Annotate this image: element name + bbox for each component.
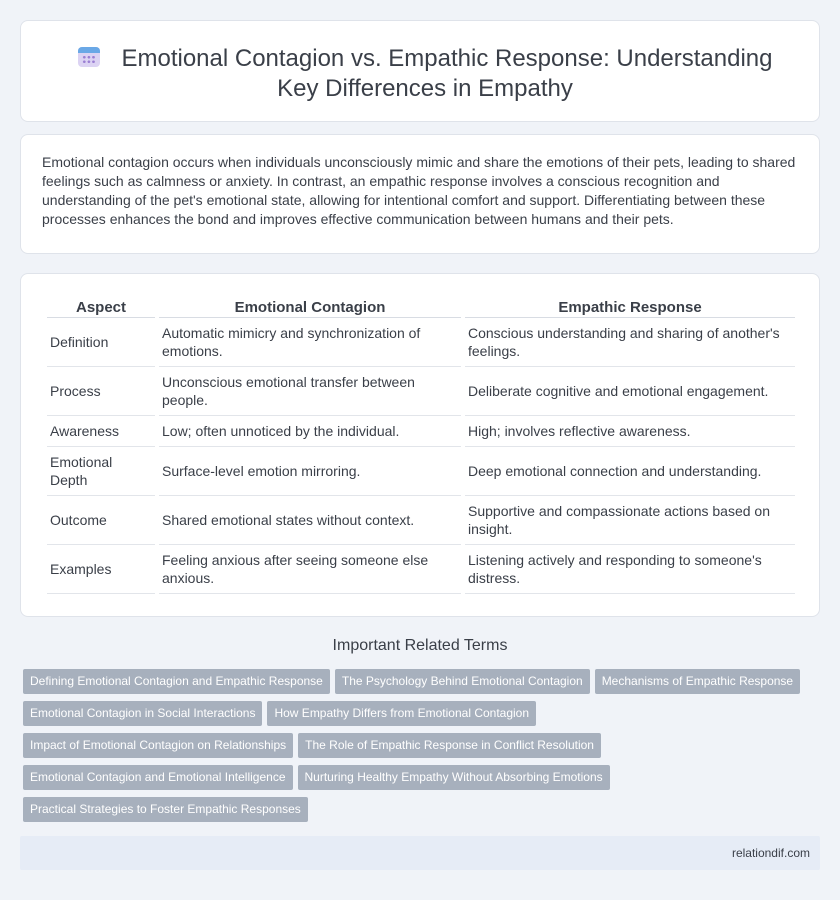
aspect-cell: Examples <box>47 545 155 594</box>
aspect-cell: Emotional Depth <box>47 447 155 496</box>
aspect-cell: Awareness <box>47 416 155 447</box>
title-card: Emotional Contagion vs. Empathic Respons… <box>20 20 820 122</box>
contagion-cell: Shared emotional states without context. <box>159 496 461 545</box>
related-term-tag[interactable]: Nurturing Healthy Empathy Without Absorb… <box>297 765 610 790</box>
empathic-cell: Supportive and compassionate actions bas… <box>465 496 795 545</box>
empathic-cell: High; involves reflective awareness. <box>465 416 795 447</box>
comparison-card: Aspect Emotional Contagion Empathic Resp… <box>20 273 820 617</box>
intro-paragraph: Emotional contagion occurs when individu… <box>42 154 796 227</box>
footer: relationdif.com <box>20 836 820 870</box>
empathic-cell: Deep emotional connection and understand… <box>465 447 795 496</box>
aspect-cell: Outcome <box>47 496 155 545</box>
empathic-cell: Deliberate cognitive and emotional engag… <box>465 367 795 416</box>
contagion-cell: Automatic mimicry and synchronization of… <box>159 318 461 367</box>
table-row: Emotional Depth Surface-level emotion mi… <box>47 447 795 496</box>
contagion-cell: Surface-level emotion mirroring. <box>159 447 461 496</box>
related-term-tag[interactable]: The Psychology Behind Emotional Contagio… <box>334 669 590 694</box>
table-row: Process Unconscious emotional transfer b… <box>47 367 795 416</box>
contagion-cell: Low; often unnoticed by the individual. <box>159 416 461 447</box>
related-term-tag[interactable]: Impact of Emotional Contagion on Relatio… <box>23 733 294 758</box>
related-terms-list: Defining Emotional Contagion and Empathi… <box>23 669 823 829</box>
header-emotional-contagion: Emotional Contagion <box>159 296 461 318</box>
table-row: Examples Feeling anxious after seeing so… <box>47 545 795 594</box>
empathic-cell: Conscious understanding and sharing of a… <box>465 318 795 367</box>
related-term-tag[interactable]: The Role of Empathic Response in Conflic… <box>298 733 601 758</box>
related-term-tag[interactable]: Emotional Contagion in Social Interactio… <box>23 701 263 726</box>
related-term-tag[interactable]: How Empathy Differs from Emotional Conta… <box>267 701 537 726</box>
header-empathic-response: Empathic Response <box>465 296 795 318</box>
empathic-cell: Listening actively and responding to som… <box>465 545 795 594</box>
table-row: Outcome Shared emotional states without … <box>47 496 795 545</box>
page-title: Emotional Contagion vs. Empathic Respons… <box>61 44 789 104</box>
aspect-cell: Process <box>47 367 155 416</box>
related-terms-heading: Important Related Terms <box>332 637 508 654</box>
footer-site-link[interactable]: relationdif.com <box>731 846 810 860</box>
intro-card: Emotional contagion occurs when individu… <box>20 134 820 254</box>
aspect-cell: Definition <box>47 318 155 367</box>
contagion-cell: Unconscious emotional transfer between p… <box>159 367 461 416</box>
table-row: Awareness Low; often unnoticed by the in… <box>47 416 795 447</box>
header-aspect: Aspect <box>47 296 155 318</box>
related-term-tag[interactable]: Emotional Contagion and Emotional Intell… <box>23 765 293 790</box>
calendar-icon <box>77 44 101 68</box>
comparison-table: Aspect Emotional Contagion Empathic Resp… <box>43 296 799 594</box>
related-term-tag[interactable]: Mechanisms of Empathic Response <box>594 669 801 694</box>
contagion-cell: Feeling anxious after seeing someone els… <box>159 545 461 594</box>
related-term-tag[interactable]: Practical Strategies to Foster Empathic … <box>23 797 308 822</box>
table-row: Definition Automatic mimicry and synchro… <box>47 318 795 367</box>
related-term-tag[interactable]: Defining Emotional Contagion and Empathi… <box>23 669 330 694</box>
page-title-text: Emotional Contagion vs. Empathic Respons… <box>121 45 773 102</box>
